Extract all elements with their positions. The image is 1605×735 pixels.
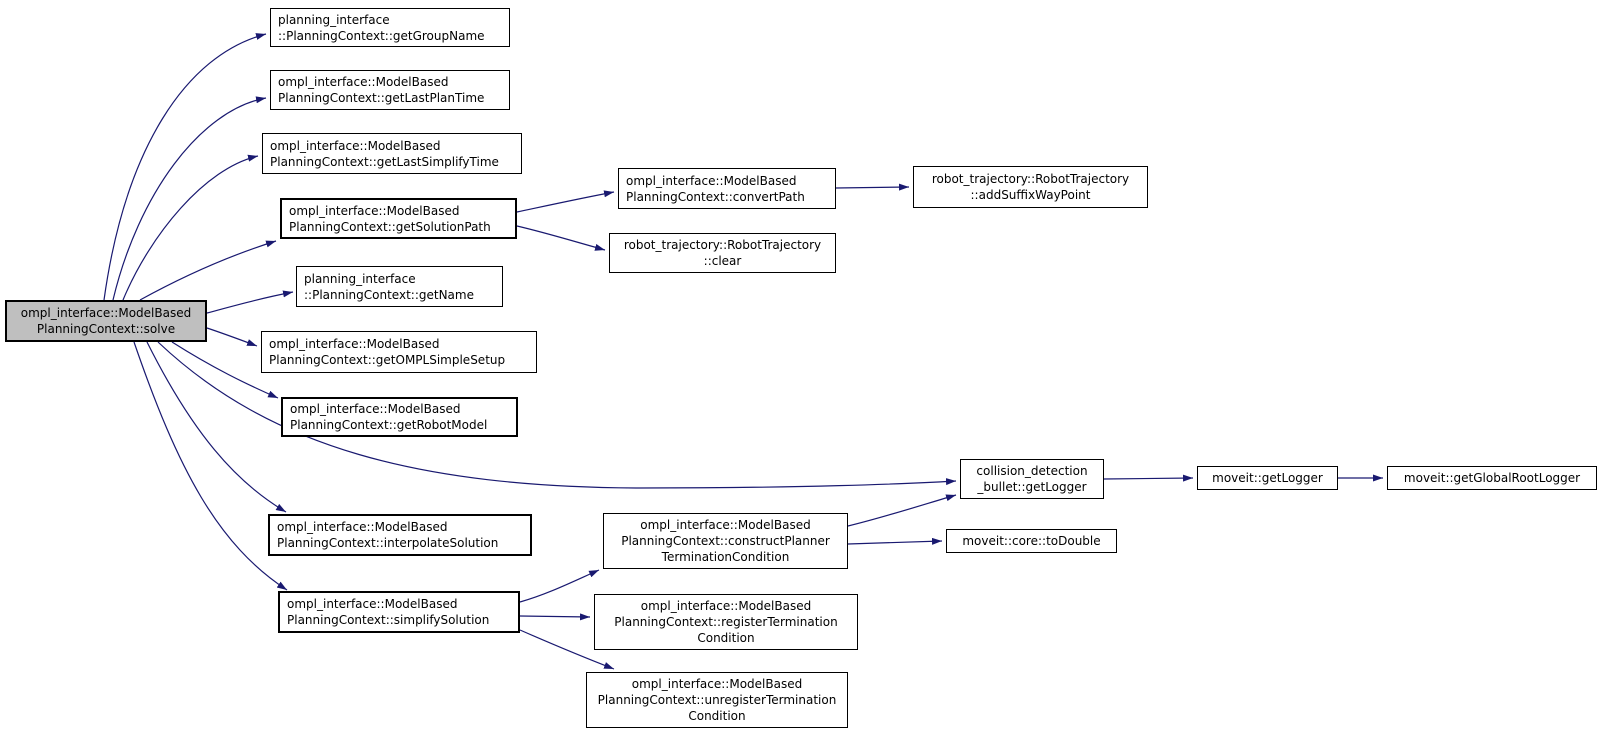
node-register-termination-condition[interactable]: ompl_interface::ModelBased PlanningConte… xyxy=(594,594,858,650)
edge-getsolutionpath-clear xyxy=(516,225,606,251)
edge-convertpath-addsuffixwaypoint xyxy=(835,183,910,191)
edge-constructplanner-todouble xyxy=(847,537,943,545)
node-get-group-name-label: planning_interface ::PlanningContext::ge… xyxy=(278,12,485,43)
edge-simplify-registertermination xyxy=(519,613,591,621)
node-robot-trajectory-clear[interactable]: robot_trajectory::RobotTrajectory ::clea… xyxy=(609,233,836,273)
node-moveit-get-logger-label: moveit::getLogger xyxy=(1212,471,1323,485)
edge-collisiongetlogger-moveitgetlogger xyxy=(1103,474,1194,482)
edge-solve-simplifysolution xyxy=(133,341,288,591)
edge-solve-interpolatesolution xyxy=(146,341,287,513)
node-get-ompl-simple-setup-label: ompl_interface::ModelBased PlanningConte… xyxy=(269,337,506,367)
node-get-last-simplify-time-label: ompl_interface::ModelBased PlanningConte… xyxy=(270,138,499,169)
node-get-robot-model-label: ompl_interface::ModelBased PlanningConte… xyxy=(290,402,488,432)
edge-solve-getlastplantime xyxy=(112,96,267,301)
node-global-root-logger-label: moveit::getGlobalRootLogger xyxy=(1403,471,1581,485)
edge-solve-getname xyxy=(206,290,294,314)
node-solve-label: ompl_interface::ModelBased PlanningConte… xyxy=(20,306,192,336)
edge-getsolutionpath-convertpath xyxy=(516,190,615,213)
node-solve: ompl_interface::ModelBased PlanningConte… xyxy=(5,300,207,342)
edge-solve-collisiongetlogger xyxy=(157,341,957,489)
node-collision-get-logger[interactable]: collision_detection _bullet::getLogger xyxy=(960,459,1104,499)
node-to-double-label: moveit::core::toDouble xyxy=(962,534,1101,548)
node-add-suffix-way-point[interactable]: robot_trajectory::RobotTrajectory ::addS… xyxy=(913,166,1148,208)
node-construct-planner-termination-condition-label: ompl_interface::ModelBased PlanningConte… xyxy=(621,518,830,564)
edge-simplify-constructplanner xyxy=(519,569,600,603)
node-get-name[interactable]: planning_interface ::PlanningContext::ge… xyxy=(296,266,503,307)
node-get-last-simplify-time[interactable]: ompl_interface::ModelBased PlanningConte… xyxy=(262,133,522,174)
node-get-group-name[interactable]: planning_interface ::PlanningContext::ge… xyxy=(270,8,510,47)
node-interpolate-solution-label: ompl_interface::ModelBased PlanningConte… xyxy=(277,520,499,550)
node-unregister-termination-condition[interactable]: ompl_interface::ModelBased PlanningConte… xyxy=(586,672,848,728)
node-get-solution-path-label: ompl_interface::ModelBased PlanningConte… xyxy=(289,203,491,234)
node-collision-get-logger-label: collision_detection _bullet::getLogger xyxy=(976,464,1088,494)
edge-solve-getgroupname xyxy=(103,33,267,301)
edge-simplify-unregistertermination xyxy=(519,629,615,670)
node-get-last-plan-time[interactable]: ompl_interface::ModelBased PlanningConte… xyxy=(270,70,510,110)
node-to-double[interactable]: moveit::core::toDouble xyxy=(946,529,1117,553)
node-add-suffix-way-point-label: robot_trajectory::RobotTrajectory ::addS… xyxy=(931,172,1130,202)
edge-solve-getsolutionpath xyxy=(139,240,277,301)
edge-solve-getomplsimplesetup xyxy=(206,327,258,347)
edge-solve-getlastsimplifytime xyxy=(122,154,259,301)
node-get-last-plan-time-label: ompl_interface::ModelBased PlanningConte… xyxy=(278,75,485,105)
node-unregister-termination-condition-label: ompl_interface::ModelBased PlanningConte… xyxy=(597,677,837,723)
node-simplify-solution[interactable]: ompl_interface::ModelBased PlanningConte… xyxy=(278,591,520,633)
node-robot-trajectory-clear-label: robot_trajectory::RobotTrajectory ::clea… xyxy=(623,238,822,268)
node-get-name-label: planning_interface ::PlanningContext::ge… xyxy=(304,271,474,302)
node-get-robot-model[interactable]: ompl_interface::ModelBased PlanningConte… xyxy=(281,397,518,437)
node-get-solution-path[interactable]: ompl_interface::ModelBased PlanningConte… xyxy=(280,198,517,239)
edge-solve-getrobotmodel xyxy=(171,341,279,399)
node-convert-path-label: ompl_interface::ModelBased PlanningConte… xyxy=(626,173,805,204)
node-simplify-solution-label: ompl_interface::ModelBased PlanningConte… xyxy=(287,597,490,627)
node-moveit-get-logger[interactable]: moveit::getLogger xyxy=(1197,466,1338,490)
node-global-root-logger[interactable]: moveit::getGlobalRootLogger xyxy=(1387,466,1597,490)
node-register-termination-condition-label: ompl_interface::ModelBased PlanningConte… xyxy=(614,599,838,645)
node-interpolate-solution[interactable]: ompl_interface::ModelBased PlanningConte… xyxy=(268,514,532,556)
node-construct-planner-termination-condition[interactable]: ompl_interface::ModelBased PlanningConte… xyxy=(603,513,848,569)
node-convert-path[interactable]: ompl_interface::ModelBased PlanningConte… xyxy=(618,168,836,209)
edge-constructplanner-collisiongetlogger xyxy=(847,494,957,527)
node-get-ompl-simple-setup[interactable]: ompl_interface::ModelBased PlanningConte… xyxy=(261,331,537,373)
